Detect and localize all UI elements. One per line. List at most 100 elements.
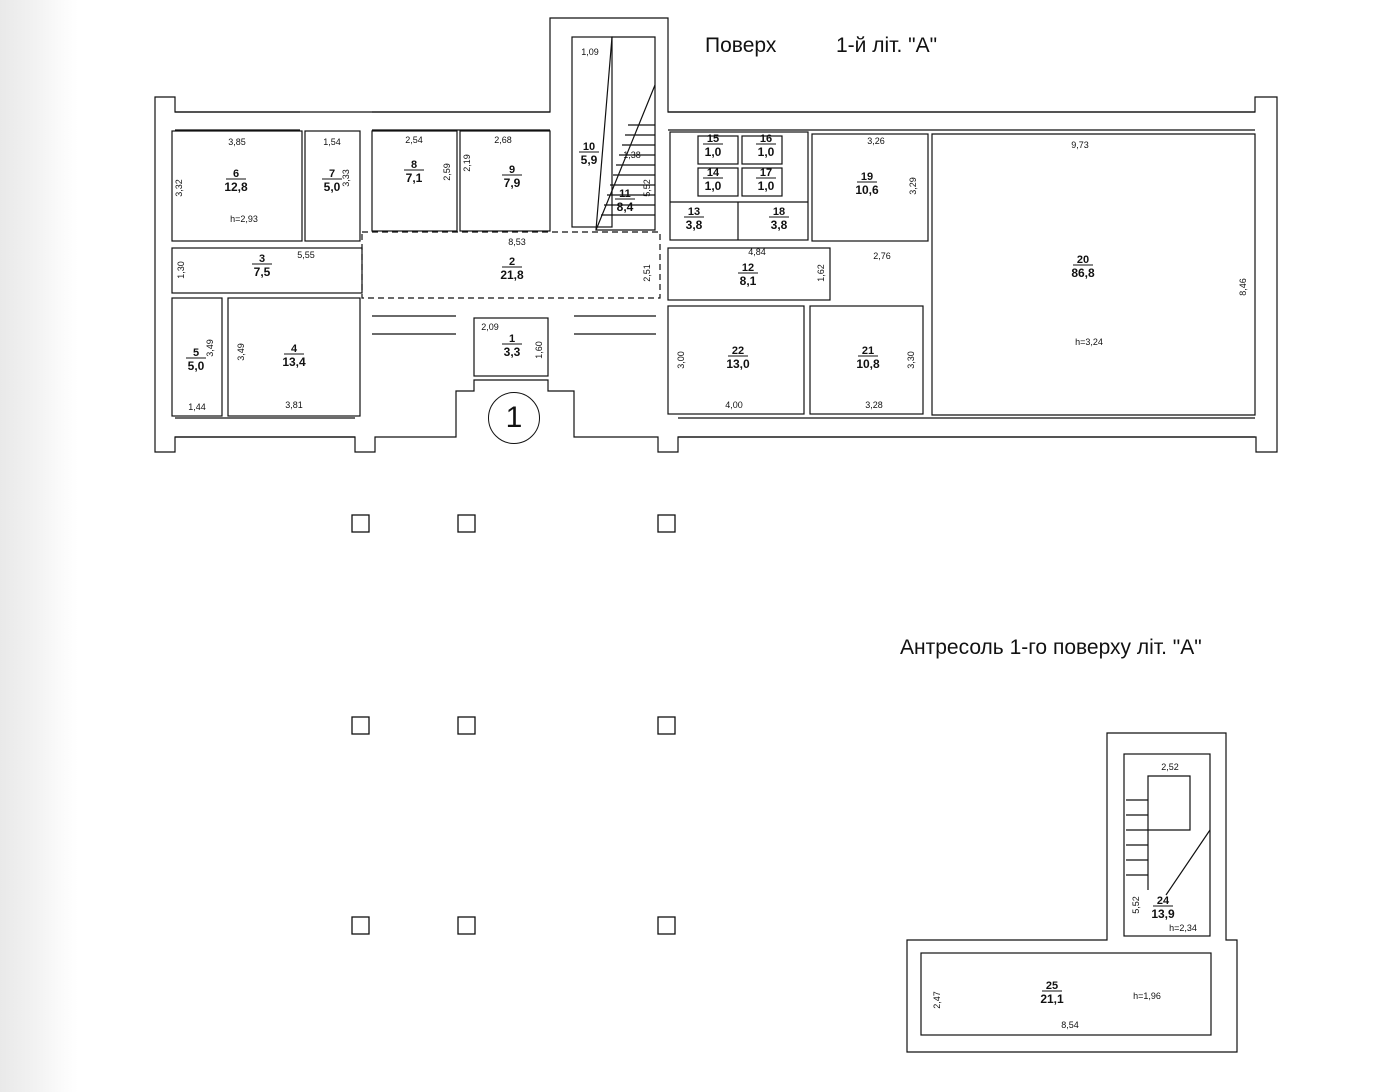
dimension-label: 3,00 (676, 351, 686, 369)
room-number: 14 (707, 167, 720, 179)
dimension-label: 2,47 (932, 991, 942, 1009)
room-area: 5,0 (324, 180, 341, 194)
room-area: 3,8 (771, 218, 788, 232)
dimension-label: 8,54 (1061, 1020, 1079, 1030)
room-number: 8 (411, 159, 417, 171)
column-marker (351, 916, 370, 935)
dimension-label: 8,46 (1238, 278, 1248, 296)
room-area: 10,6 (855, 183, 879, 197)
dimension-label: 9,73 (1071, 140, 1089, 150)
room-number: 10 (583, 141, 595, 153)
dimension-label: 1,30 (176, 261, 186, 279)
dimension-label: 5,55 (297, 250, 315, 260)
room-number: 1 (509, 333, 515, 345)
dimension-label: 2,52 (1161, 762, 1179, 772)
dimension-label: 5,52 (642, 179, 652, 197)
room-number: 17 (760, 167, 772, 179)
room-number: 9 (509, 164, 515, 176)
column-marker (351, 514, 370, 533)
dimension-label: 1,44 (188, 402, 206, 412)
dimension-label: 2,54 (405, 135, 423, 145)
room-number: 18 (773, 206, 785, 218)
dimension-label: h=2,93 (230, 214, 258, 224)
dimension-label: 3,49 (205, 339, 215, 357)
room-area: 5,0 (188, 359, 205, 373)
column-marker (457, 716, 476, 735)
floor-title-letter: 1-й літ. "А" (836, 34, 938, 57)
room-area: 13,4 (282, 355, 306, 369)
dimension-label: 4,84 (748, 247, 766, 257)
room-area: 13,9 (1151, 907, 1175, 921)
dimension-label: 2,76 (873, 251, 891, 261)
dimension-label: 3,33 (341, 169, 351, 187)
column-marker (351, 716, 370, 735)
dimension-label: h=3,24 (1075, 337, 1103, 347)
room-number: 19 (861, 171, 873, 183)
room-area: 3,3 (504, 345, 521, 359)
dimension-label: h=1,96 (1133, 991, 1161, 1001)
dimension-label: 3,30 (906, 351, 916, 369)
dimension-label: 3,49 (236, 343, 246, 361)
dimension-label: h=2,34 (1169, 923, 1197, 933)
dimension-label: 3,29 (908, 177, 918, 195)
dimension-label: 3,26 (867, 136, 885, 146)
dimension-label: 1,38 (623, 150, 641, 160)
column-marker (457, 514, 476, 533)
room-labels: 13,3221,837,5413,455,0612,875,087,197,91… (186, 133, 1175, 1006)
room-area: 86,8 (1071, 266, 1095, 280)
room-area: 1,0 (705, 145, 722, 159)
column-marker (457, 916, 476, 935)
dimension-label: 2,59 (442, 163, 452, 181)
dimension-label: 3,81 (285, 400, 303, 410)
room-area: 12,8 (224, 180, 248, 194)
room-number: 6 (233, 168, 239, 180)
entrance-marker: 1 (488, 392, 540, 444)
dimension-label: 8,53 (508, 237, 526, 247)
dimension-label: 1,09 (581, 47, 599, 57)
floor-title: Поверх (705, 34, 777, 57)
room-area: 21,1 (1040, 992, 1064, 1006)
room-area: 8,1 (740, 274, 757, 288)
column-marker (657, 716, 676, 735)
mezzanine-title: Антресоль 1-го поверху літ. "А" (900, 636, 1202, 659)
dimension-label: 2,19 (462, 154, 472, 172)
room-number: 15 (707, 133, 719, 145)
dimension-label: 2,51 (642, 264, 652, 282)
room-area: 8,4 (617, 200, 634, 214)
room-number: 12 (742, 262, 754, 274)
room-number: 11 (619, 188, 631, 200)
room-area: 10,8 (856, 357, 880, 371)
walls (154, 17, 1278, 1053)
room-area: 21,8 (500, 268, 524, 282)
room-number: 21 (862, 345, 874, 357)
room-area: 7,9 (504, 176, 521, 190)
room-number: 24 (1157, 895, 1170, 907)
room-area: 7,1 (406, 171, 423, 185)
room-area: 1,0 (758, 179, 775, 193)
dimension-label: 2,09 (481, 322, 499, 332)
column-marker (657, 514, 676, 533)
room-area: 13,0 (726, 357, 750, 371)
room-number: 5 (193, 347, 199, 359)
dimension-label: 4,00 (725, 400, 743, 410)
room-number: 16 (760, 133, 772, 145)
room-number: 3 (259, 253, 265, 265)
room-area: 3,8 (686, 218, 703, 232)
room-number: 20 (1077, 254, 1089, 266)
dimension-label: 5,52 (1131, 896, 1141, 914)
column-markers (351, 514, 676, 935)
room-number: 4 (291, 343, 298, 355)
room-number: 25 (1046, 980, 1058, 992)
room-number: 13 (688, 206, 700, 218)
dimension-label: 3,85 (228, 137, 246, 147)
column-marker (657, 916, 676, 935)
dimension-label: 1,60 (534, 341, 544, 359)
room-area: 1,0 (705, 179, 722, 193)
room-number: 22 (732, 345, 744, 357)
room-area: 5,9 (581, 153, 598, 167)
room-area: 7,5 (254, 265, 271, 279)
scan-shadow (0, 0, 78, 1092)
dimension-label: 3,28 (865, 400, 883, 410)
